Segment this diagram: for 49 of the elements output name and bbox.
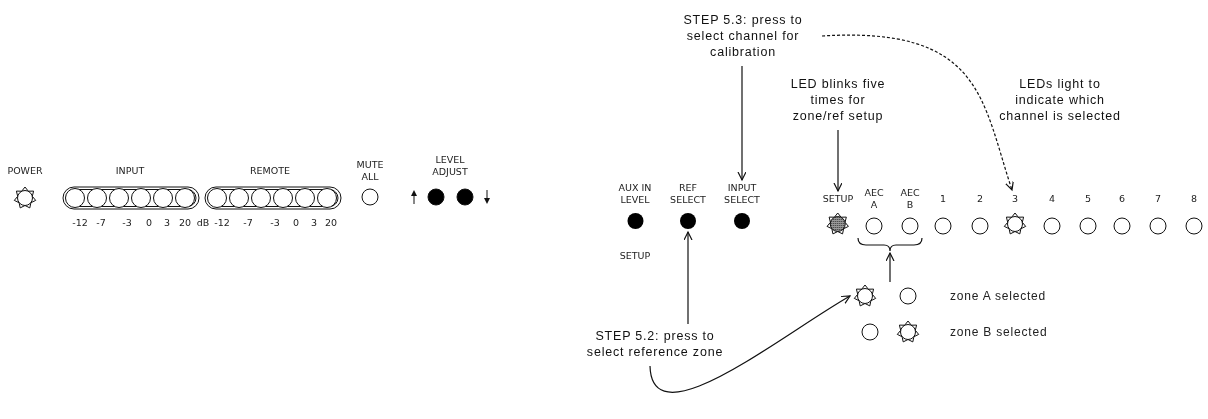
scale-label: -7 [243,217,253,229]
panel-label: SETUP [619,250,651,262]
panel-label: AEC A [863,187,885,211]
panel-label: 2 [977,193,983,205]
arrow [683,231,693,325]
arrow [821,34,1014,191]
panel-label: 7 [1155,193,1161,205]
panel-label: INPUT SELECT [723,182,761,206]
arrow [885,252,895,283]
panel-label: REMOTE [249,165,291,177]
curly-bracket [856,238,924,252]
callout-text: STEP 5.3: press to select channel for calibration [668,12,818,60]
panel-label: 5 [1085,193,1091,205]
panel-label: REF SELECT [669,182,707,206]
scale-label: 0 [146,217,152,229]
scale-label: 20 [324,217,338,229]
callout-text: LED blinks five times for zone/ref setup [785,76,891,124]
panel-label: MUTE ALL [355,159,385,183]
panel-label: 8 [1191,193,1197,205]
scale-label: -12 [72,217,88,229]
scale-label: 20 [178,217,192,229]
panel-label: INPUT [115,165,145,177]
panel-label: SETUP [822,193,854,205]
arrow [833,129,843,192]
panel-label: AUX IN LEVEL [617,182,653,206]
arrow [649,295,851,393]
panel-label: 4 [1049,193,1055,205]
glowing-led-icon [852,283,878,309]
push-button [456,188,474,206]
arrow [737,65,747,181]
panel-label: 6 [1119,193,1125,205]
scale-label: -12 [214,217,230,229]
scale-label: dB [196,217,210,229]
panel-label: 1 [940,193,946,205]
panel-label: 3 [1011,193,1018,205]
panel-label: AEC B [899,187,921,211]
legend-text: zone B selected [950,326,1048,338]
scale-label: -3 [270,217,280,229]
scale-label: 3 [164,217,170,229]
panel-label: POWER [7,165,43,177]
legend-text: zone A selected [950,290,1047,302]
scale-label: 0 [293,217,299,229]
scale-label: -3 [122,217,132,229]
push-button [427,188,445,206]
scale-label: 3 [311,217,317,229]
scale-label: -7 [96,217,106,229]
panel-label: LEVEL ADJUST [431,154,469,178]
callout-text: STEP 5.2: press to select reference zone [582,328,728,360]
callout-text: LEDs light to indicate which channel is selected [992,76,1128,124]
